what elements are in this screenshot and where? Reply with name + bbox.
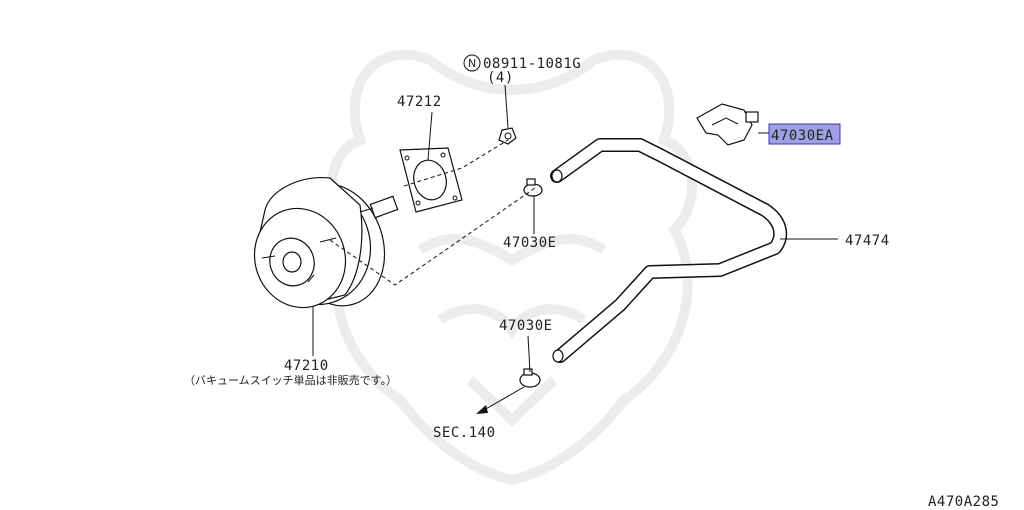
brake-booster[interactable] (242, 171, 400, 320)
selected-part-highlight[interactable] (768, 123, 841, 145)
label-nut-qty: (4) (487, 70, 514, 86)
hose-clamp-lower[interactable] (519, 368, 541, 388)
nut[interactable] (498, 127, 517, 145)
nut-symbol: N (468, 57, 476, 70)
hose-clip-top[interactable] (696, 103, 759, 146)
label-booster-note: （バキュームスイッチ単品は非販売です。） (184, 373, 397, 387)
label-section-ref[interactable]: SEC.140 (433, 425, 496, 441)
watermark-emblem (326, 49, 698, 486)
label-clamp-upper[interactable]: 47030E (503, 235, 557, 251)
assembly-line-booster (329, 187, 536, 286)
nut-symbol-icon (463, 54, 481, 72)
gasket[interactable] (399, 147, 463, 213)
label-booster[interactable]: 47210 (284, 358, 329, 374)
label-clamp-lower[interactable]: 47030E (499, 318, 553, 334)
leader-lines (312, 84, 838, 414)
section-arrow-icon (476, 405, 488, 414)
label-clip-top[interactable]: 47030EA (771, 128, 834, 144)
figure-code: A470A285 (928, 494, 999, 510)
label-nut-part[interactable]: 08911-1081G (483, 56, 581, 72)
label-gasket[interactable]: 47212 (397, 94, 442, 110)
label-hose[interactable]: 47474 (845, 233, 890, 249)
vacuum-hose[interactable] (550, 138, 788, 363)
